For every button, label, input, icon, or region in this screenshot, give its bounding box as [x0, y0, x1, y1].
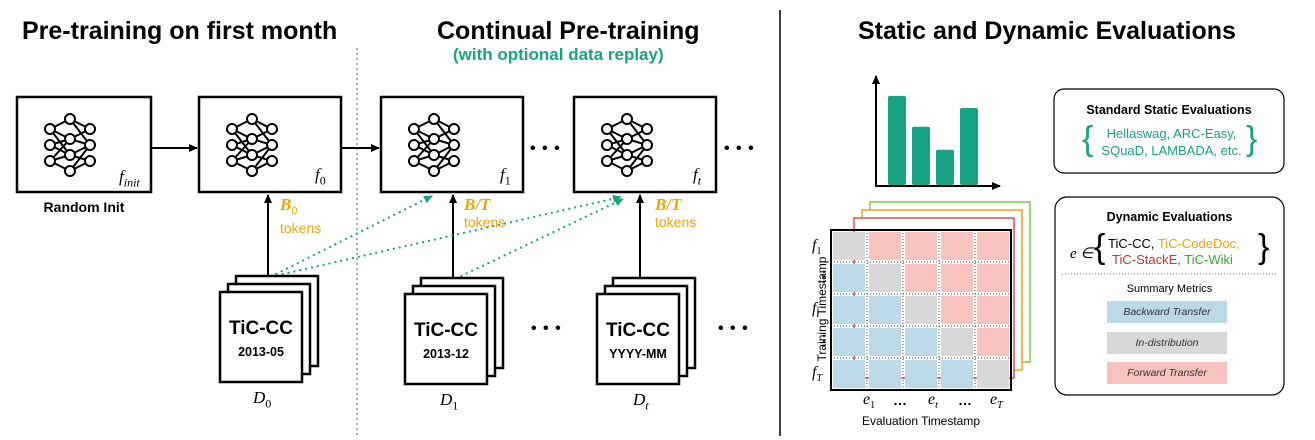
matrix-cell	[833, 360, 865, 388]
static-eval-brace-right: }	[1246, 120, 1258, 158]
replay-arrow-d1-ft	[454, 198, 624, 280]
matrix-cell	[941, 328, 973, 356]
matrix-x-title: Evaluation Timestamp	[861, 414, 981, 428]
metric-in-distribution: In-distribution	[1107, 332, 1227, 354]
data-stack-dt	[595, 276, 697, 386]
section3-title: Static and Dynamic Evaluations	[858, 17, 1236, 45]
dataset-0-name: TiC-CC	[228, 318, 294, 339]
f0-label: f0	[315, 165, 326, 188]
matrix-cell	[905, 232, 937, 260]
f1-label: f1	[500, 165, 511, 188]
matrix-cell	[941, 360, 973, 388]
dynamic-eval-brace-right: }	[1258, 228, 1270, 266]
static-bar-2	[912, 126, 930, 185]
section2-title: Continual Pre-training	[437, 17, 700, 45]
dataset-1-name: TiC-CC	[413, 320, 479, 341]
matrix-cell	[977, 296, 1009, 324]
tokens-bt1-label: B/T tokens	[464, 195, 506, 230]
section2-subtitle: (with optional data replay)	[453, 45, 664, 64]
matrix-cell	[833, 328, 865, 356]
static-eval-line1: Hellaswag, ARC-Easy,	[1106, 126, 1237, 141]
matrix-cell	[941, 296, 973, 324]
ellipsis-models-1: • • •	[530, 140, 561, 157]
matrix-y-label-f1: f1	[812, 237, 822, 258]
matrix-front-frame	[830, 229, 1012, 391]
matrix-cell	[977, 328, 1009, 356]
matrix-x-label-dots1: …	[893, 392, 907, 408]
replay-arrow-d0-f1	[269, 195, 433, 278]
dynamic-eval-brace-left: {	[1094, 228, 1106, 266]
dynamic-eval-title: Dynamic Evaluations	[1106, 210, 1233, 224]
dataset-t-date: YYYY-MM	[609, 347, 667, 361]
matrix-cell	[977, 360, 1009, 388]
dataset-1-label: D1	[440, 390, 459, 413]
matrix-cell	[869, 232, 901, 260]
matrix-cell	[869, 328, 901, 356]
matrix-cell	[833, 264, 865, 292]
static-bar-3	[936, 149, 954, 185]
ellipsis-data-2: • • •	[718, 320, 749, 337]
matrix-cell	[941, 232, 973, 260]
dynamic-eval-row1: TiC-CC, TiC-CodeDoc,	[1108, 236, 1240, 251]
replay-arrow-d0-ft	[269, 194, 622, 278]
ellipsis-data-1: • • •	[531, 320, 562, 337]
tokens-b0-label: B0 tokens	[280, 195, 322, 237]
matrix-cell	[905, 360, 937, 388]
matrix-cell	[869, 264, 901, 292]
matrix-cell	[977, 232, 1009, 260]
static-bar-4	[960, 108, 978, 185]
matrix-y-label-dots1: ⋮	[817, 268, 831, 284]
metric-backward-transfer: Backward Transfer	[1107, 301, 1227, 323]
dynamic-eval-row2: TiC-StackE, TiC-Wiki	[1112, 252, 1233, 267]
matrix-x-label-eT: eT	[990, 391, 1003, 412]
model-box-random-init	[15, 95, 153, 194]
matrix-cell	[905, 264, 937, 292]
dataset-t-name: TiC-CC	[605, 320, 671, 341]
f-init-label: finit	[119, 167, 140, 190]
data-stack-d1	[403, 276, 505, 386]
ft-label: ft	[693, 165, 702, 188]
metric-forward-transfer: Forward Transfer	[1107, 362, 1227, 384]
static-eval-box	[1053, 88, 1285, 174]
ellipsis-models-2: • • •	[724, 140, 755, 157]
dataset-1-date: 2013-12	[423, 347, 469, 361]
random-init-label: Random Init	[43, 199, 125, 215]
dataset-0-label: D0	[253, 388, 272, 411]
matrix-cell	[869, 360, 901, 388]
matrix-cell	[833, 296, 865, 324]
matrix-cell	[905, 328, 937, 356]
matrix-x-label-e1: e1	[863, 391, 876, 412]
matrix-x-label-et: et	[928, 391, 938, 412]
static-eval-brace-left: {	[1082, 120, 1094, 158]
section1-title: Pre-training on first month	[22, 17, 338, 45]
dataset-t-label: Dt	[633, 390, 649, 413]
matrix-cell	[833, 232, 865, 260]
static-eval-title: Standard Static Evaluations	[1086, 103, 1252, 117]
static-bar-1	[888, 95, 906, 185]
matrix-x-label-dots2: …	[958, 392, 972, 408]
matrix-y-label-fT: fT	[812, 364, 823, 385]
matrix-cell	[941, 264, 973, 292]
dataset-0-date: 2013-05	[238, 345, 284, 359]
static-eval-line2: SQuaD, LAMBADA, etc.	[1101, 143, 1242, 158]
summary-metrics-title: Summary Metrics	[1126, 283, 1213, 295]
data-stack-d0	[218, 274, 320, 384]
matrix-cell	[869, 296, 901, 324]
dynamic-eval-prefix: e ∈	[1070, 246, 1094, 262]
matrix-cell	[905, 296, 937, 324]
matrix-y-label-ft: ft	[812, 300, 820, 321]
matrix-cell	[977, 264, 1009, 292]
tokens-bt2-label: B/T tokens	[655, 195, 697, 230]
matrix-y-label-dots2: ⋮	[817, 332, 831, 348]
